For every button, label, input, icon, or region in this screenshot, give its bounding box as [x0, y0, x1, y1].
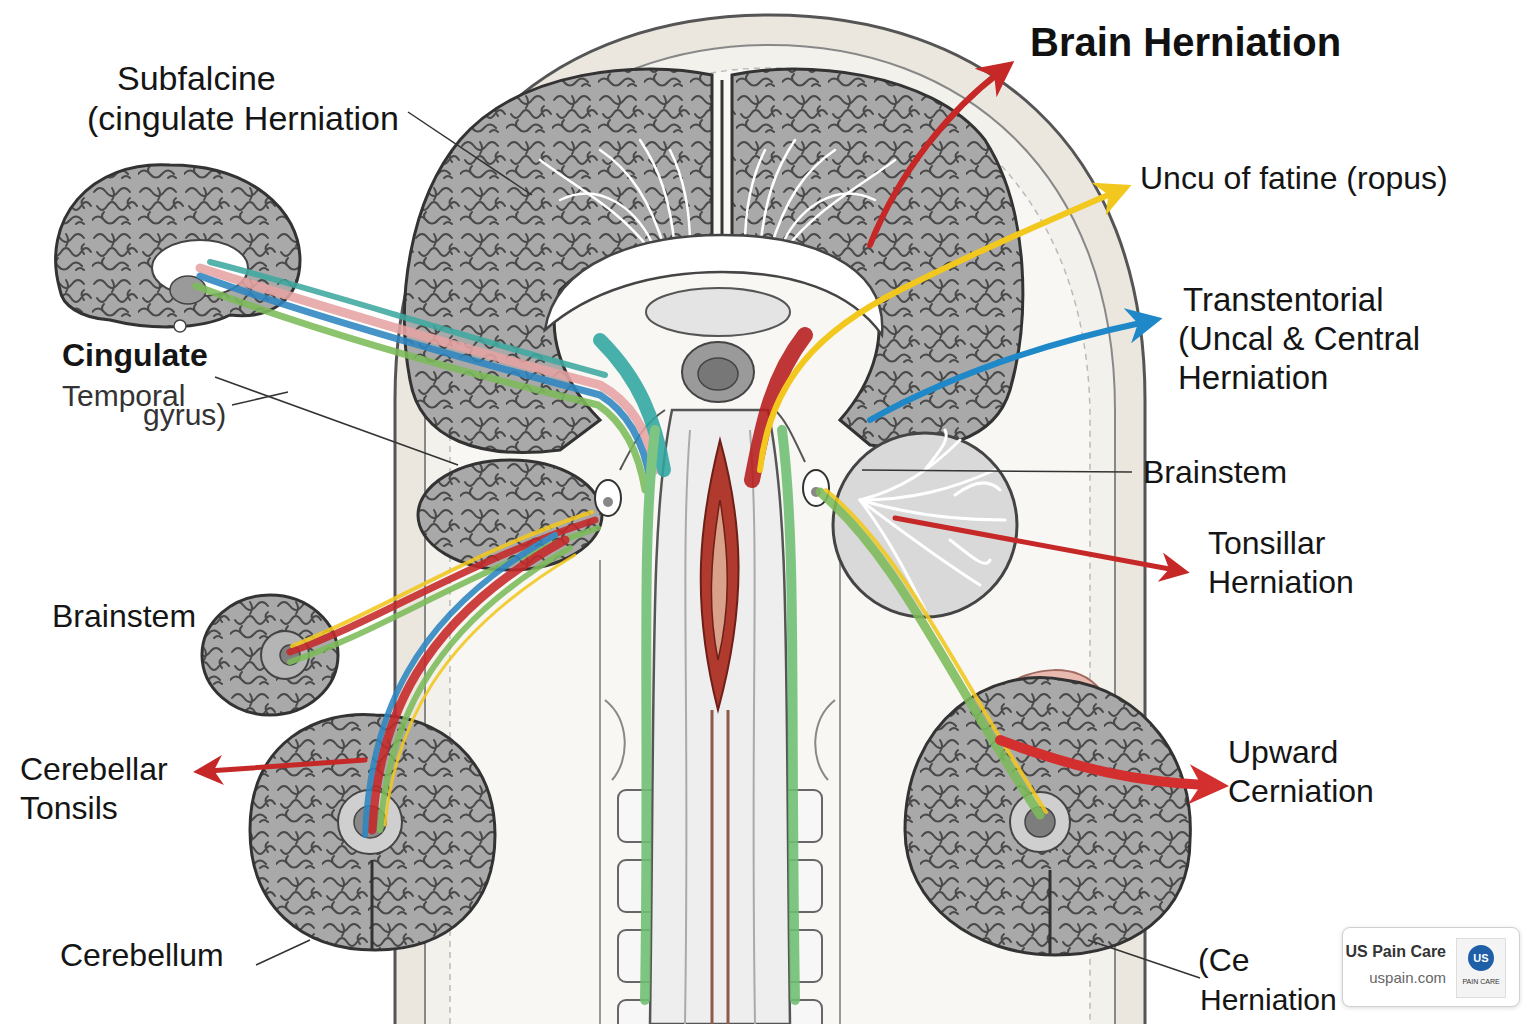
leader-lines-part: [256, 940, 310, 965]
herniation-ribbons-part: [385, 555, 575, 825]
leader-lines-part: [215, 377, 458, 465]
herniation-ribbons-part: [200, 276, 650, 480]
herniation-arrows-part: [760, 192, 1115, 470]
part-label: Uncu of fatine (ropus): [1140, 158, 1530, 198]
white-fibres-part: [745, 150, 765, 246]
ventricles-part: [545, 235, 882, 335]
foramen-eyes-part: [603, 497, 613, 507]
herniation-ribbons-part: [782, 430, 795, 1000]
herniation-ribbons-part: [210, 262, 605, 375]
right-cerebellum-part: [860, 430, 1005, 610]
part-label: gyrus): [143, 397, 293, 433]
herniation-ribbons-part: [380, 548, 570, 830]
leader-lines-part: [408, 112, 532, 195]
logo-box: US PAIN CARE: [1456, 938, 1506, 998]
watermark-url: uspain.com: [1369, 968, 1446, 988]
herniation-arrows-part: [870, 72, 1000, 245]
herniation-ribbons-part: [196, 286, 645, 490]
herniation-ribbons: [196, 262, 1046, 1000]
part-label: Herniation: [1200, 982, 1360, 1018]
herniation-arrows-part: [870, 322, 1145, 420]
white-fibres: [540, 140, 895, 250]
white-fibres-part: [760, 140, 795, 248]
herniation-arrows-part: [208, 760, 365, 771]
part-label: Cerebellum: [60, 935, 280, 975]
herniation-ribbons-part: [645, 430, 655, 1000]
sagittal-brain-part: [56, 165, 300, 327]
part-label: Transtentorial (Uncal & Central Herniati…: [1178, 280, 1440, 397]
part-label: Cingulate: [62, 335, 282, 375]
white-fibres-part: [640, 140, 675, 248]
logo-caption: PAIN CARE: [1457, 977, 1505, 986]
watermark-brand: US Pain Care: [1346, 942, 1446, 962]
part-label: Tonsillar Herniation: [1208, 524, 1398, 602]
brainstem-part: [685, 430, 755, 1024]
cerebellum-right-part: [905, 678, 1190, 955]
watermark-box: US Pain Care uspain.com US PAIN CARE: [1342, 927, 1520, 1007]
herniation-arrows-part: [895, 518, 1175, 570]
ventricles-part: [682, 342, 754, 402]
leader-lines-part: [1088, 940, 1200, 978]
part-label: Brainstem: [1143, 452, 1363, 492]
part-label: Subfalcine (cingulate Herniation: [87, 58, 407, 138]
logo-mark: US: [1457, 951, 1505, 965]
part-label: Upward Cerniation: [1228, 733, 1428, 811]
cerebrum-part: [721, 80, 724, 245]
cerebellum-left-part: [371, 860, 374, 950]
leader-lines-part: [232, 392, 288, 405]
leader-lines-part: [862, 470, 1132, 472]
white-fibres-part: [785, 160, 895, 250]
right-cerebellum-part-part: [925, 430, 1000, 563]
ventricles-part: [646, 288, 790, 336]
part-label: (Ce: [1198, 940, 1318, 980]
white-fibres-part: [560, 194, 655, 250]
herniation-arrows: [208, 72, 1205, 785]
white-fibres-part: [540, 160, 650, 250]
part-label: Cerebellar Tonsils: [20, 750, 210, 828]
foramen-eyes-part: [595, 480, 621, 516]
diagram-title: Brain Herniation: [1030, 18, 1341, 66]
ventricles: [545, 235, 882, 402]
brainstem-part: [650, 410, 790, 1024]
brainstem-part: [711, 500, 727, 660]
part-label: Brainstem: [52, 596, 272, 636]
herniation-ribbons-part: [365, 535, 555, 835]
herniation-arrows-part: [1000, 740, 1205, 785]
leader-lines: [215, 112, 1200, 978]
logo-emblem: [1457, 939, 1505, 997]
cerebellum-right-part: [1049, 870, 1052, 955]
brainstem-part: [701, 440, 739, 710]
sagittal-brain-part: [174, 320, 186, 332]
brainstem-part: [712, 710, 728, 1024]
cerebrum: [404, 69, 1022, 452]
brainstem: [650, 410, 790, 1024]
white-fibres-part: [670, 150, 690, 246]
ventricles-part: [698, 358, 738, 390]
